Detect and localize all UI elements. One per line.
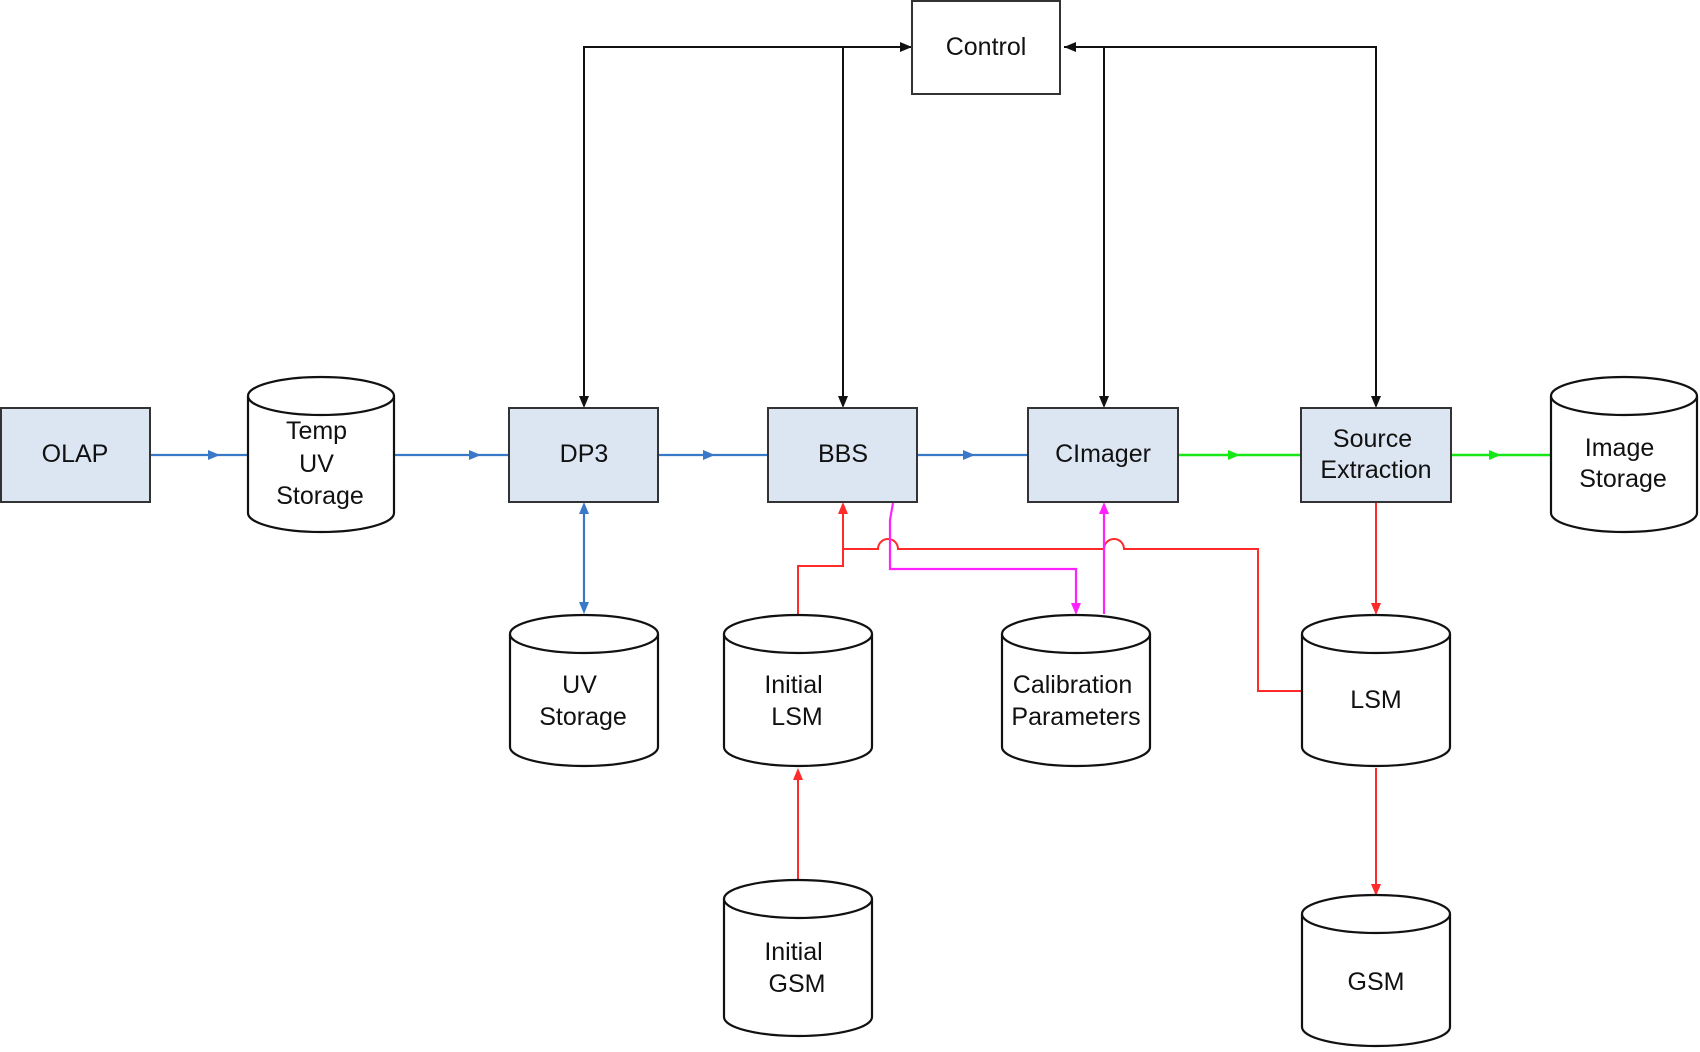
initial-lsm-node[interactable]: Initial LSM [722,613,874,768]
source-extraction-node[interactable]: Source Extraction [1300,407,1452,503]
arrowhead-into-cimager [1099,396,1109,408]
initial-gsm-label: Initial GSM [764,938,829,998]
dp3-node[interactable]: DP3 [508,407,659,503]
bbs-to-calibration-parameters-line [888,502,1078,611]
arrowhead-cimager-source-extraction [1228,450,1240,460]
arrowhead-dp3-bbs [703,450,715,460]
bbs-label: BBS [818,440,868,468]
image-storage-node[interactable]: Image Storage [1549,375,1699,534]
cimager-node[interactable]: CImager [1027,407,1179,503]
olap-node[interactable]: OLAP [0,407,151,503]
arrowhead-up-into-initial-lsm [793,768,803,780]
bbs-node[interactable]: BBS [767,407,918,503]
temp-uv-storage-label: Temp UV Storage [276,417,364,510]
arrowhead-source-extraction-image-storage [1489,450,1501,460]
calibration-parameters-node[interactable]: Calibration Parameters [1000,613,1152,768]
cimager-label: CImager [1055,440,1151,468]
olap-label: OLAP [42,440,109,468]
arrowhead-temp-uv-dp3 [469,450,481,460]
arrowhead-into-bbs [838,396,848,408]
arrowhead-into-source-extraction [1371,396,1381,408]
temp-uv-storage-node[interactable]: Temp UV Storage [246,375,396,534]
arrowhead-into-uv-storage [579,602,589,614]
arrowhead-into-control-left [900,42,912,52]
calibration-parameters-label: Calibration Parameters [1011,671,1140,731]
arrowheads [208,42,1501,896]
control-node[interactable]: Control [911,0,1061,95]
control-to-source-extraction-line [1104,46,1377,399]
gsm-label: GSM [1348,968,1405,996]
arrowhead-into-calibration-parameters [1071,603,1081,615]
lsm-node[interactable]: LSM [1300,613,1452,768]
control-to-dp3-line [583,46,912,399]
control-label: Control [946,33,1027,61]
arrowhead-olap-temp-uv [208,450,220,460]
initial-lsm-label: Initial LSM [764,671,829,731]
control-to-cimager-line [1064,46,1105,399]
arrowhead-up-into-dp3 [579,502,589,514]
arrowhead-into-control-right [1064,42,1076,52]
arrowhead-into-lsm [1371,603,1381,615]
uv-storage-node[interactable]: UV Storage [508,613,660,768]
arrowhead-into-gsm [1371,884,1381,896]
dp3-label: DP3 [560,440,609,468]
source-extraction-label: Source Extraction [1320,425,1431,484]
gsm-node[interactable]: GSM [1300,893,1452,1048]
arrowhead-up-into-cimager [1099,502,1109,514]
initial-lsm-to-bbs-line [797,513,844,614]
arrowhead-up-into-bbs [838,502,848,514]
lsm-label: LSM [1350,686,1401,714]
arrowhead-into-dp3 [579,396,589,408]
uv-storage-label: UV Storage [539,671,627,731]
arrowhead-bbs-cimager [963,450,975,460]
connectors [150,46,1550,891]
initial-gsm-node[interactable]: Initial GSM [722,878,874,1038]
image-storage-label: Image Storage [1579,434,1667,493]
